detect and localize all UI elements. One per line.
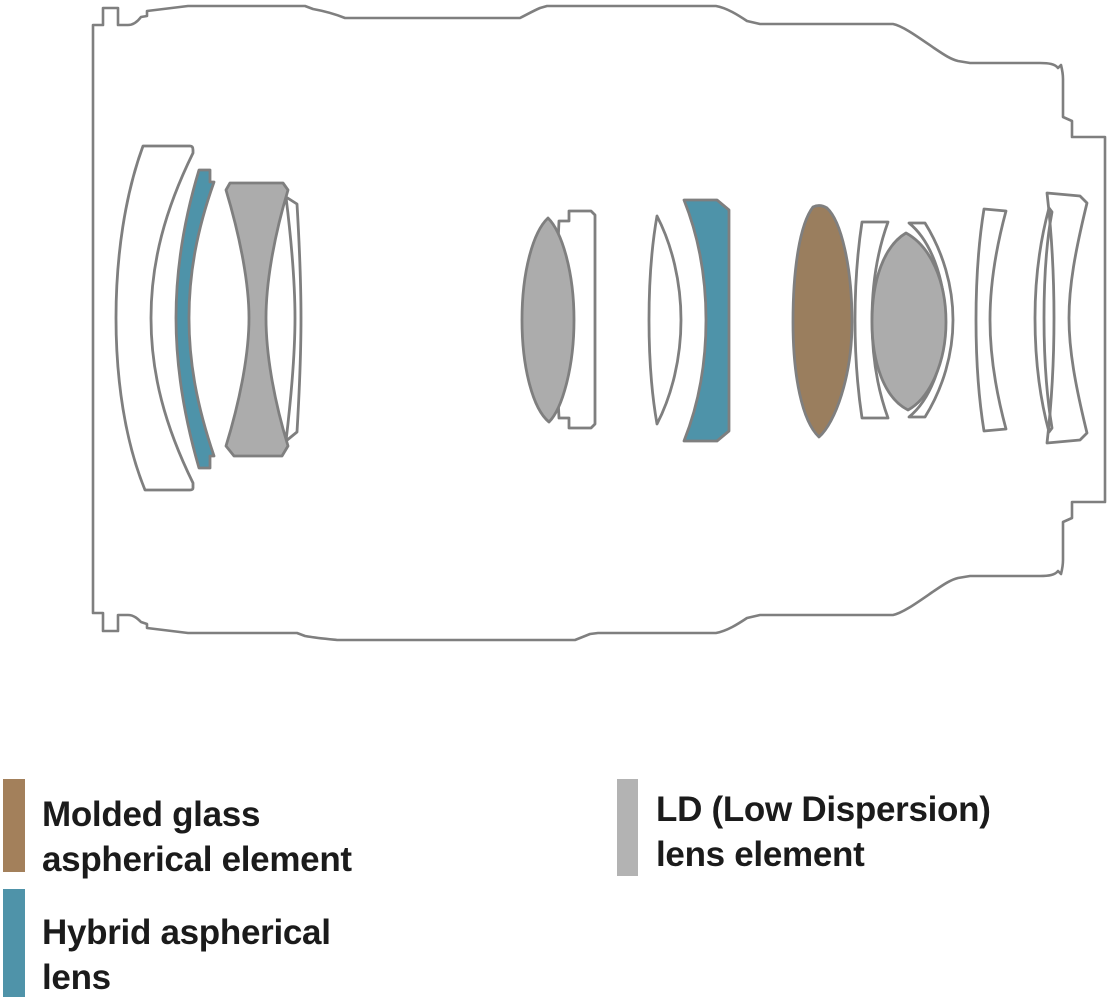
hybrid-aspherical-swatch bbox=[3, 889, 25, 997]
ld-label-line1: LD (Low Dispersion) bbox=[656, 790, 991, 829]
negative-meniscus-element bbox=[974, 207, 1008, 433]
molded-glass-label-line2: aspherical element bbox=[42, 840, 352, 879]
molded-glass-swatch bbox=[3, 779, 25, 872]
hybrid-aspherical-label-line2: lens bbox=[42, 958, 111, 997]
front-element bbox=[114, 144, 195, 492]
molded-glass-label-line1: Molded glass bbox=[42, 795, 261, 834]
ld-element-2 bbox=[520, 216, 576, 424]
molded-glass-aspherical-element bbox=[791, 204, 854, 439]
ld-element-3 bbox=[870, 231, 948, 412]
ld-swatch bbox=[617, 779, 638, 876]
rear-thin-meniscus-element bbox=[1033, 206, 1054, 434]
lens-barrel-outline bbox=[91, 4, 1107, 642]
hybrid-aspherical-label-line1: Hybrid aspherical bbox=[42, 913, 331, 952]
hybrid-aspherical-label: Hybrid aspherical lens bbox=[42, 910, 331, 1000]
rear-sliver-element-group1 bbox=[284, 195, 303, 443]
hybrid-aspherical-element-2 bbox=[682, 198, 731, 443]
rear-flanged-element bbox=[1045, 191, 1089, 445]
molded-glass-label: Molded glass aspherical element bbox=[42, 792, 352, 882]
hybrid-aspherical-element-1 bbox=[174, 168, 216, 470]
ld-element-1 bbox=[224, 181, 290, 458]
thin-biconvex-element bbox=[647, 214, 683, 426]
ld-label: LD (Low Dispersion) lens element bbox=[656, 787, 991, 877]
ld-label-line2: lens element bbox=[656, 835, 865, 874]
